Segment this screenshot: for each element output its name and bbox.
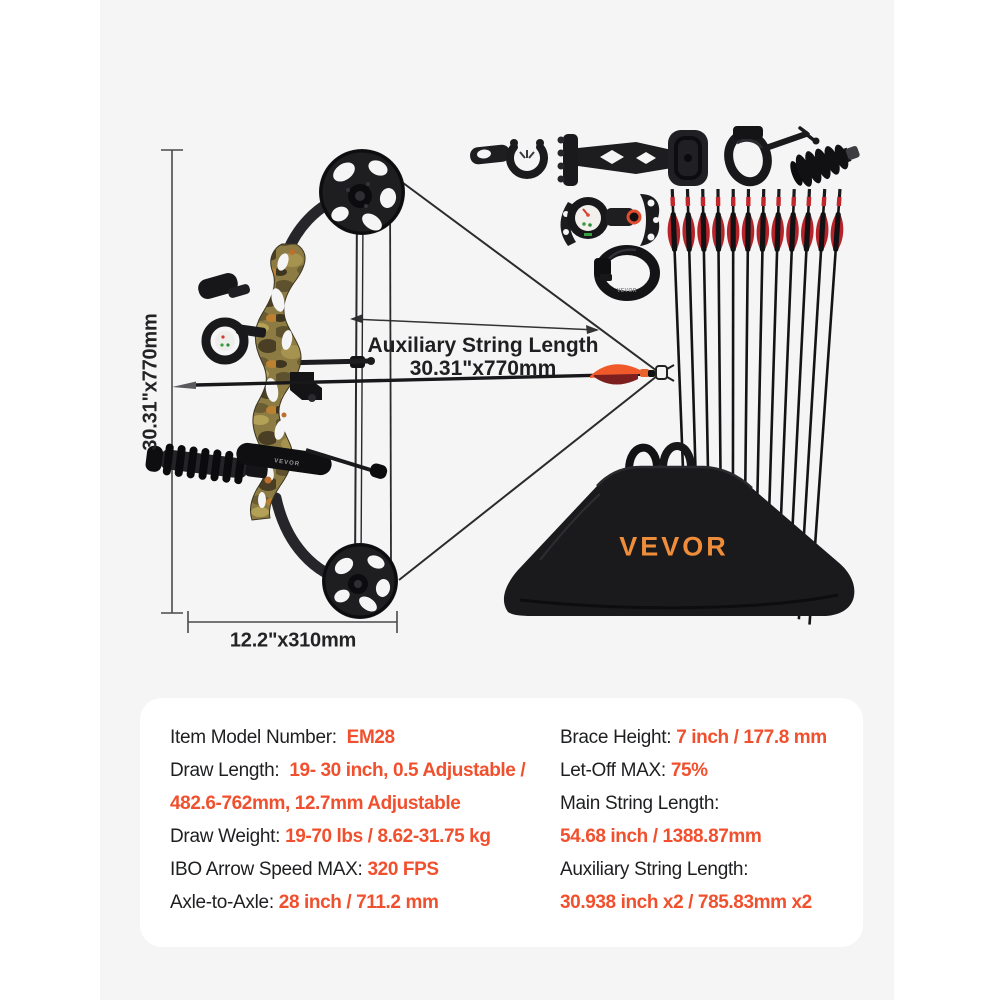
- spec-text: Main String Length:: [560, 793, 720, 814]
- case-handle: [659, 442, 695, 469]
- arrow-set: [667, 188, 844, 625]
- measure-arrow-line: [350, 314, 599, 334]
- aux-string-annotation-line1: Auxiliary String Length: [367, 334, 599, 357]
- spec-row: 30.938 inch x2 / 785.83mm x2: [560, 886, 863, 919]
- aux-strings: [390, 173, 658, 581]
- spec-text: IBO Arrow Speed MAX:: [170, 859, 368, 880]
- arrow-rest-mounted: [290, 372, 322, 402]
- spec-row: Main String Length:: [560, 787, 863, 820]
- kit-release-aid: [724, 126, 820, 187]
- bow-sight-mounted: [201, 317, 267, 365]
- rod-cap: [367, 357, 375, 365]
- spec-row: Draw Weight: 19-70 lbs / 8.62-31.75 kg: [170, 820, 560, 853]
- bow-cables: [354, 177, 392, 575]
- spec-row: 54.68 inch / 1388.87mm: [560, 820, 863, 853]
- spec-text: EM28: [346, 727, 395, 748]
- spec-text: 320 FPS: [367, 859, 440, 880]
- bow-width-dimension-label: 12.2"x310mm: [229, 629, 357, 652]
- spec-text: Let-Off MAX:: [560, 760, 671, 781]
- ring-brand-logo: VEVOR: [616, 288, 638, 294]
- arrow: [697, 188, 712, 592]
- dimension-line-vertical: [161, 149, 183, 614]
- kit-damper: [790, 144, 860, 187]
- stabilizer: [145, 443, 268, 485]
- aux-string-annotation: Auxiliary String Length 30.31"x770mm: [367, 334, 598, 380]
- case-handle: [625, 443, 661, 471]
- spec-text: 7 inch / 177.8 mm: [676, 727, 827, 748]
- d-loop: [655, 364, 675, 382]
- nocked-arrow: [172, 364, 655, 389]
- kit-sling-ring: [594, 245, 660, 301]
- spec-text: Auxiliary String Length:: [560, 859, 749, 880]
- spec-text: Axle-to-Axle:: [170, 892, 279, 913]
- spec-row: Auxiliary String Length:: [560, 853, 863, 886]
- spec-row: Brace Height: 7 inch / 177.8 mm: [560, 721, 863, 754]
- kit-bow-sight: [560, 194, 660, 246]
- wrist-sling: [236, 442, 332, 476]
- bow-height-dimension-label: 30.31"x770mm: [139, 313, 162, 451]
- bottom-cam: [322, 543, 398, 619]
- spec-text: Brace Height:: [560, 727, 677, 748]
- arrow: [776, 188, 799, 609]
- spec-text: Item Model Number:: [170, 727, 347, 748]
- spec-text: 19- 30 inch, 0.5 Adjustable /: [289, 760, 526, 781]
- string-suppressor: [305, 448, 388, 479]
- spec-row: Item Model Number: EM28: [170, 721, 560, 754]
- spec-text: Draw Weight:: [170, 826, 286, 847]
- mount-block: [198, 273, 251, 299]
- fletching-dark: [594, 374, 638, 385]
- spec-text: 28 inch / 711.2 mm: [278, 892, 439, 913]
- spec-text: 19-70 lbs / 8.62-31.75 kg: [285, 826, 491, 847]
- spec-text: 75%: [670, 760, 708, 781]
- aux-string-annotation-line2: 30.31"x770mm: [409, 357, 557, 380]
- spec-text: 482.6-762mm, 12.7mm Adjustable: [170, 793, 461, 814]
- compound-bow: [145, 149, 405, 619]
- camo-orange-patches: [264, 249, 295, 484]
- spec-text: 30.938 inch x2 / 785.83mm x2: [560, 892, 812, 913]
- bow-case: [503, 442, 855, 616]
- kit-arrow-rest: [470, 139, 548, 179]
- case-brand-logo: VEVOR: [619, 531, 729, 562]
- spec-row: Draw Length: 19- 30 inch, 0.5 Adjustable…: [170, 754, 560, 787]
- spec-row: Let-Off MAX: 75%: [560, 754, 863, 787]
- spec-row: 482.6-762mm, 12.7mm Adjustable: [170, 787, 560, 820]
- spec-text: 54.68 inch / 1388.87mm: [560, 826, 762, 847]
- spec-row: Axle-to-Axle: 28 inch / 711.2 mm: [170, 886, 560, 919]
- spec-text: Draw Length:: [170, 760, 290, 781]
- field-point: [172, 381, 196, 389]
- spec-row: IBO Arrow Speed MAX: 320 FPS: [170, 853, 560, 886]
- kit-sight-bracket: [557, 130, 708, 186]
- top-cam: [319, 149, 405, 235]
- dimension-line-horizontal: [187, 611, 398, 633]
